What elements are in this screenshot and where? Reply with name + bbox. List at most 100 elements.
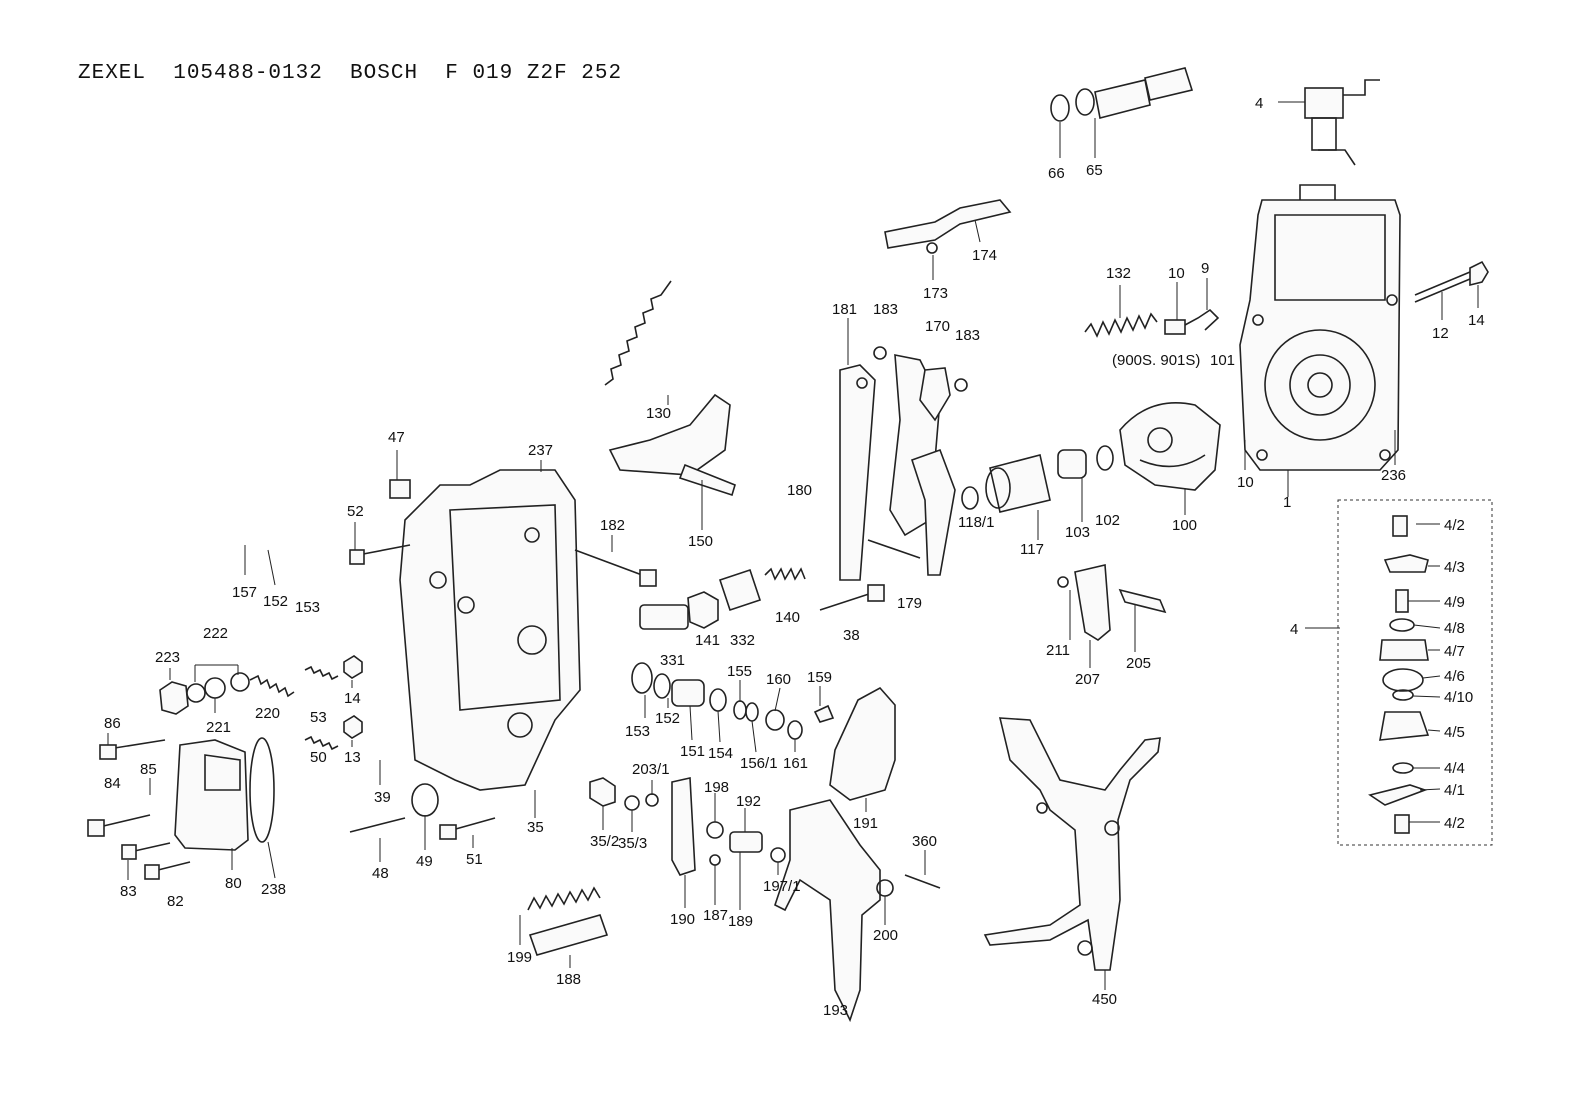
- label-130: 130: [646, 405, 671, 422]
- label-152b: 152: [655, 710, 680, 727]
- label-inset-4-7: 4/7: [1444, 643, 1465, 660]
- label-103: 103: [1065, 524, 1090, 541]
- part-labels: 4 65 66 174 173 132 10 9 12 14 181 183 1…: [104, 95, 1485, 1019]
- label-35: 35: [527, 819, 544, 836]
- label-10b: 10: [1237, 474, 1254, 491]
- label-84: 84: [104, 775, 121, 792]
- label-183a: 183: [873, 301, 898, 318]
- part-174-lever: [884, 199, 1012, 254]
- label-102: 102: [1095, 512, 1120, 529]
- label-200: 200: [873, 927, 898, 944]
- label-inset-4-2a: 4/2: [1444, 517, 1465, 534]
- label-154: 154: [708, 745, 733, 762]
- label-86: 86: [104, 715, 121, 732]
- label-49: 49: [416, 853, 433, 870]
- label-140: 140: [775, 609, 800, 626]
- label-1: 1: [1283, 494, 1291, 511]
- label-100: 100: [1172, 517, 1197, 534]
- label-332: 332: [730, 632, 755, 649]
- label-173: 173: [923, 285, 948, 302]
- label-35_3: 35/3: [618, 835, 647, 852]
- part-220-223: [159, 672, 295, 715]
- label-118_1: 118/1: [958, 514, 994, 531]
- label-inset-4-9: 4/9: [1444, 594, 1465, 611]
- label-39: 39: [374, 789, 391, 806]
- label-13: 13: [344, 749, 361, 766]
- label-inset-4-4: 4/4: [1444, 760, 1465, 777]
- label-47: 47: [388, 429, 405, 446]
- label-inset-4-2b: 4/2: [1444, 815, 1465, 832]
- label-66: 66: [1048, 165, 1065, 182]
- label-237: 237: [528, 442, 553, 459]
- label-159: 159: [807, 669, 832, 686]
- label-14a: 14: [1468, 312, 1485, 329]
- label-161: 161: [783, 755, 808, 772]
- part-237-cover: [399, 469, 581, 791]
- label-223: 223: [155, 649, 180, 666]
- label-205: 205: [1126, 655, 1151, 672]
- part-100-flyweight: [1119, 402, 1221, 491]
- label-238: 238: [261, 881, 286, 898]
- governor-housing: [1239, 184, 1401, 471]
- part-4-fitting: [1304, 79, 1380, 166]
- label-12: 12: [1432, 325, 1449, 342]
- label-117: 117: [1020, 541, 1044, 558]
- label-182: 182: [600, 517, 625, 534]
- label-203_1: 203/1: [632, 761, 670, 778]
- label-157: 157: [232, 584, 257, 601]
- label-9: 9: [1201, 260, 1209, 277]
- label-inset-4-1: 4/1: [1444, 782, 1465, 799]
- label-inset-4-10: 4/10: [1444, 689, 1473, 706]
- label-10a: 10: [1168, 265, 1185, 282]
- label-174: 174: [972, 247, 997, 264]
- label-211: 211: [1046, 642, 1070, 659]
- misc-bolts: [87, 479, 921, 880]
- label-197_1: 197/1: [763, 878, 801, 895]
- label-152a: 152: [263, 593, 288, 610]
- inset-part-4: [1337, 499, 1493, 846]
- label-38: 38: [843, 627, 860, 644]
- label-50: 50: [310, 749, 327, 766]
- label-35_2: 35/2: [590, 833, 619, 850]
- label-220: 220: [255, 705, 280, 722]
- label-4: 4: [1255, 95, 1263, 112]
- part-35-192: [589, 777, 786, 876]
- label-65: 65: [1086, 162, 1103, 179]
- label-360: 360: [912, 833, 937, 850]
- label-150: 150: [688, 533, 713, 550]
- label-188: 188: [556, 971, 581, 988]
- label-inset-4-5: 4/5: [1444, 724, 1465, 741]
- label-83: 83: [120, 883, 137, 900]
- label-191: 191: [853, 815, 878, 832]
- label-199: 199: [507, 949, 532, 966]
- part-12-14-bolt: [1414, 260, 1489, 303]
- label-141: 141: [695, 632, 720, 649]
- diagram-title: ZEXEL 105488-0132 BOSCH F 019 Z2F 252: [78, 62, 623, 85]
- label-222: 222: [203, 625, 228, 642]
- part-450-assembly: [983, 717, 1161, 971]
- part-10-9: [1164, 308, 1220, 335]
- part-151-161: [631, 662, 835, 740]
- label-80: 80: [225, 875, 242, 892]
- label-180: 180: [787, 482, 812, 499]
- leader-lines: [107, 101, 1479, 990]
- label-82: 82: [167, 893, 184, 910]
- label-48: 48: [372, 865, 389, 882]
- part-117-sleeve: [961, 445, 1114, 513]
- label-53: 53: [310, 709, 327, 726]
- label-inset-4-6: 4/6: [1444, 668, 1465, 685]
- label-inset-4: 4: [1290, 621, 1298, 638]
- label-170: 170: [925, 318, 950, 335]
- part-199-188: [527, 886, 609, 956]
- part-191: [829, 686, 896, 801]
- label-181: 181: [832, 301, 857, 318]
- label-193: 193: [823, 1002, 848, 1019]
- label-450: 450: [1092, 991, 1117, 1008]
- label-101: 101: [1210, 352, 1235, 369]
- part-205-207: [1057, 564, 1167, 641]
- label-156_1: 156/1: [740, 755, 778, 772]
- label-221: 221: [206, 719, 231, 736]
- label-192: 192: [736, 793, 761, 810]
- label-52: 52: [347, 503, 364, 520]
